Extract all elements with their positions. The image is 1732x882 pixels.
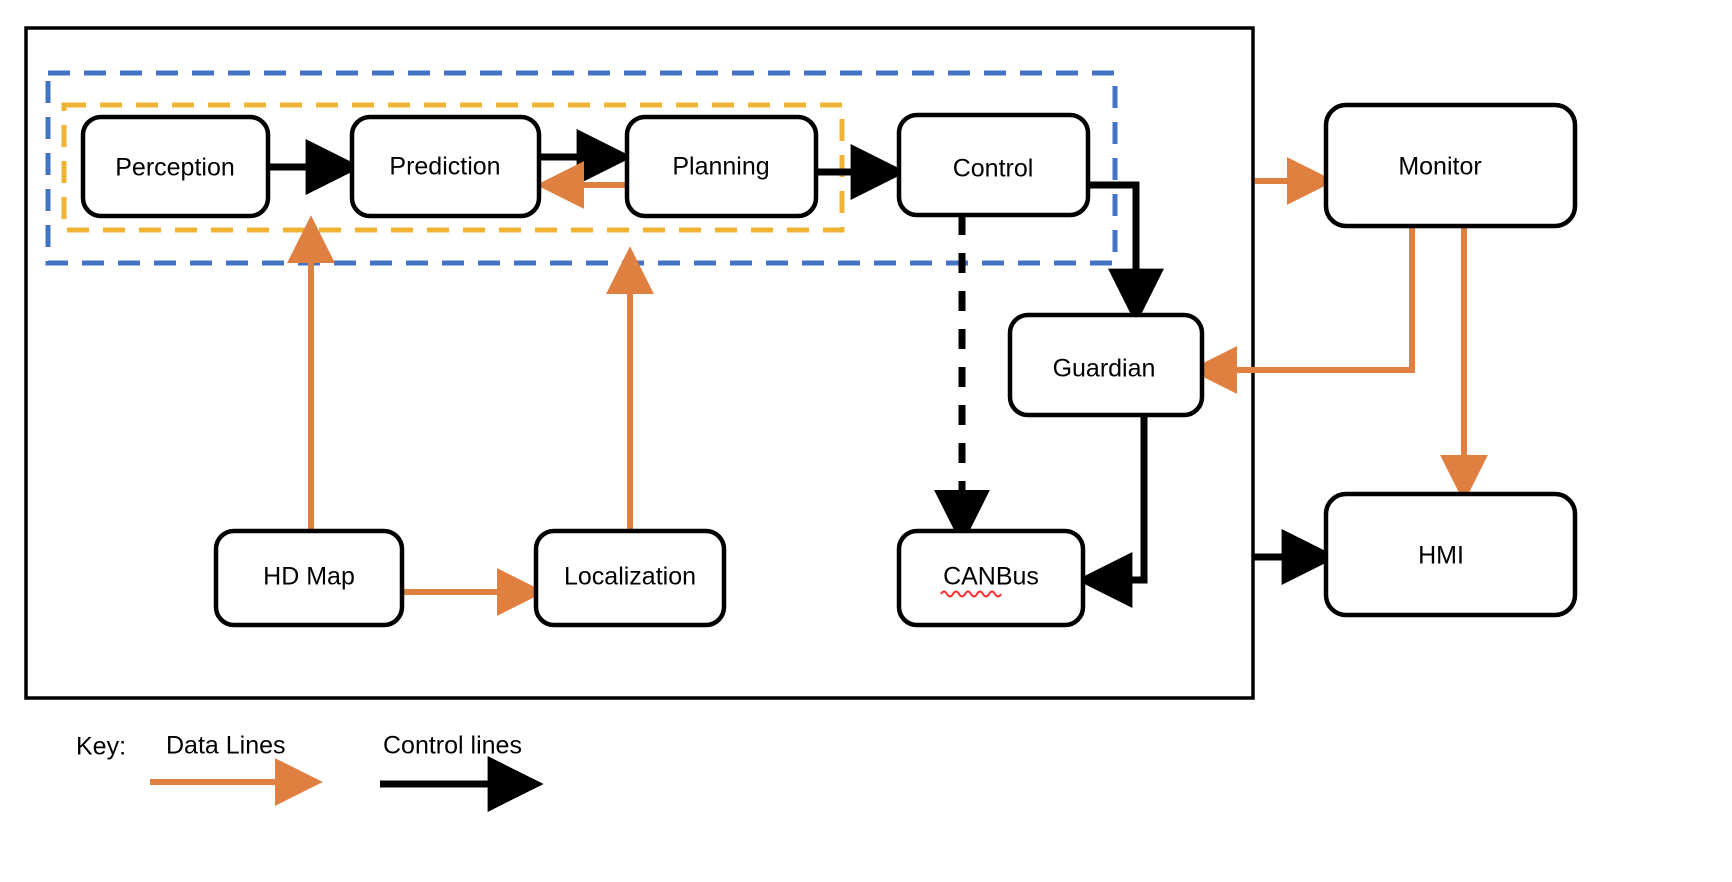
node-perception[interactable]: Perception xyxy=(80,114,271,219)
node-localization-shape[interactable] xyxy=(533,528,727,628)
node-perception-label: Perception xyxy=(115,154,235,182)
node-control-label: Control xyxy=(953,155,1034,183)
edge-monitor-to-guardian xyxy=(1189,226,1415,394)
node-guardian[interactable]: Guardian xyxy=(1007,312,1205,418)
node-monitor-label: Monitor xyxy=(1398,153,1481,181)
node-control[interactable]: Control xyxy=(896,112,1091,218)
node-control-shape[interactable] xyxy=(896,112,1091,218)
node-hd-map[interactable]: HD Map xyxy=(213,528,405,628)
node-canbus-shape[interactable] xyxy=(896,528,1086,628)
node-localization[interactable]: Localization xyxy=(533,528,727,628)
edge-guardian-to-canbus xyxy=(1076,415,1148,608)
legend-item-data-lines-label: Data Lines xyxy=(166,732,286,760)
node-hd-map-label: HD Map xyxy=(263,563,355,591)
node-prediction[interactable]: Prediction xyxy=(349,114,542,219)
node-canbus-label: CANBus xyxy=(943,563,1039,591)
group-boundary-blue xyxy=(45,70,1118,266)
node-guardian-label: Guardian xyxy=(1053,355,1156,383)
group-boundary-gold xyxy=(61,102,845,233)
node-planning-shape[interactable] xyxy=(624,114,819,219)
node-planning[interactable]: Planning xyxy=(624,114,819,219)
node-hmi-shape[interactable] xyxy=(1323,491,1578,618)
node-monitor-shape[interactable] xyxy=(1323,102,1578,229)
edge-control-to-guardian xyxy=(1088,181,1164,325)
system-boundary xyxy=(24,26,1255,700)
node-perception-shape[interactable] xyxy=(80,114,271,219)
node-monitor[interactable]: Monitor xyxy=(1323,102,1578,229)
node-planning-label: Planning xyxy=(672,153,769,181)
node-canbus[interactable]: CANBus xyxy=(896,528,1086,628)
node-hd-map-shape[interactable] xyxy=(213,528,405,628)
spellcheck-underline-icon xyxy=(940,590,1002,598)
node-hmi[interactable]: HMI xyxy=(1323,491,1578,618)
legend: Key: Data Lines Control lines xyxy=(76,732,544,812)
node-hmi-label: HMI xyxy=(1418,542,1464,570)
node-guardian-shape[interactable] xyxy=(1007,312,1205,418)
node-localization-label: Localization xyxy=(564,563,696,591)
legend-item-control-lines-label: Control lines xyxy=(383,732,522,760)
legend-key-label: Key: xyxy=(76,733,126,761)
node-prediction-shape[interactable] xyxy=(349,114,542,219)
node-prediction-label: Prediction xyxy=(389,153,500,181)
